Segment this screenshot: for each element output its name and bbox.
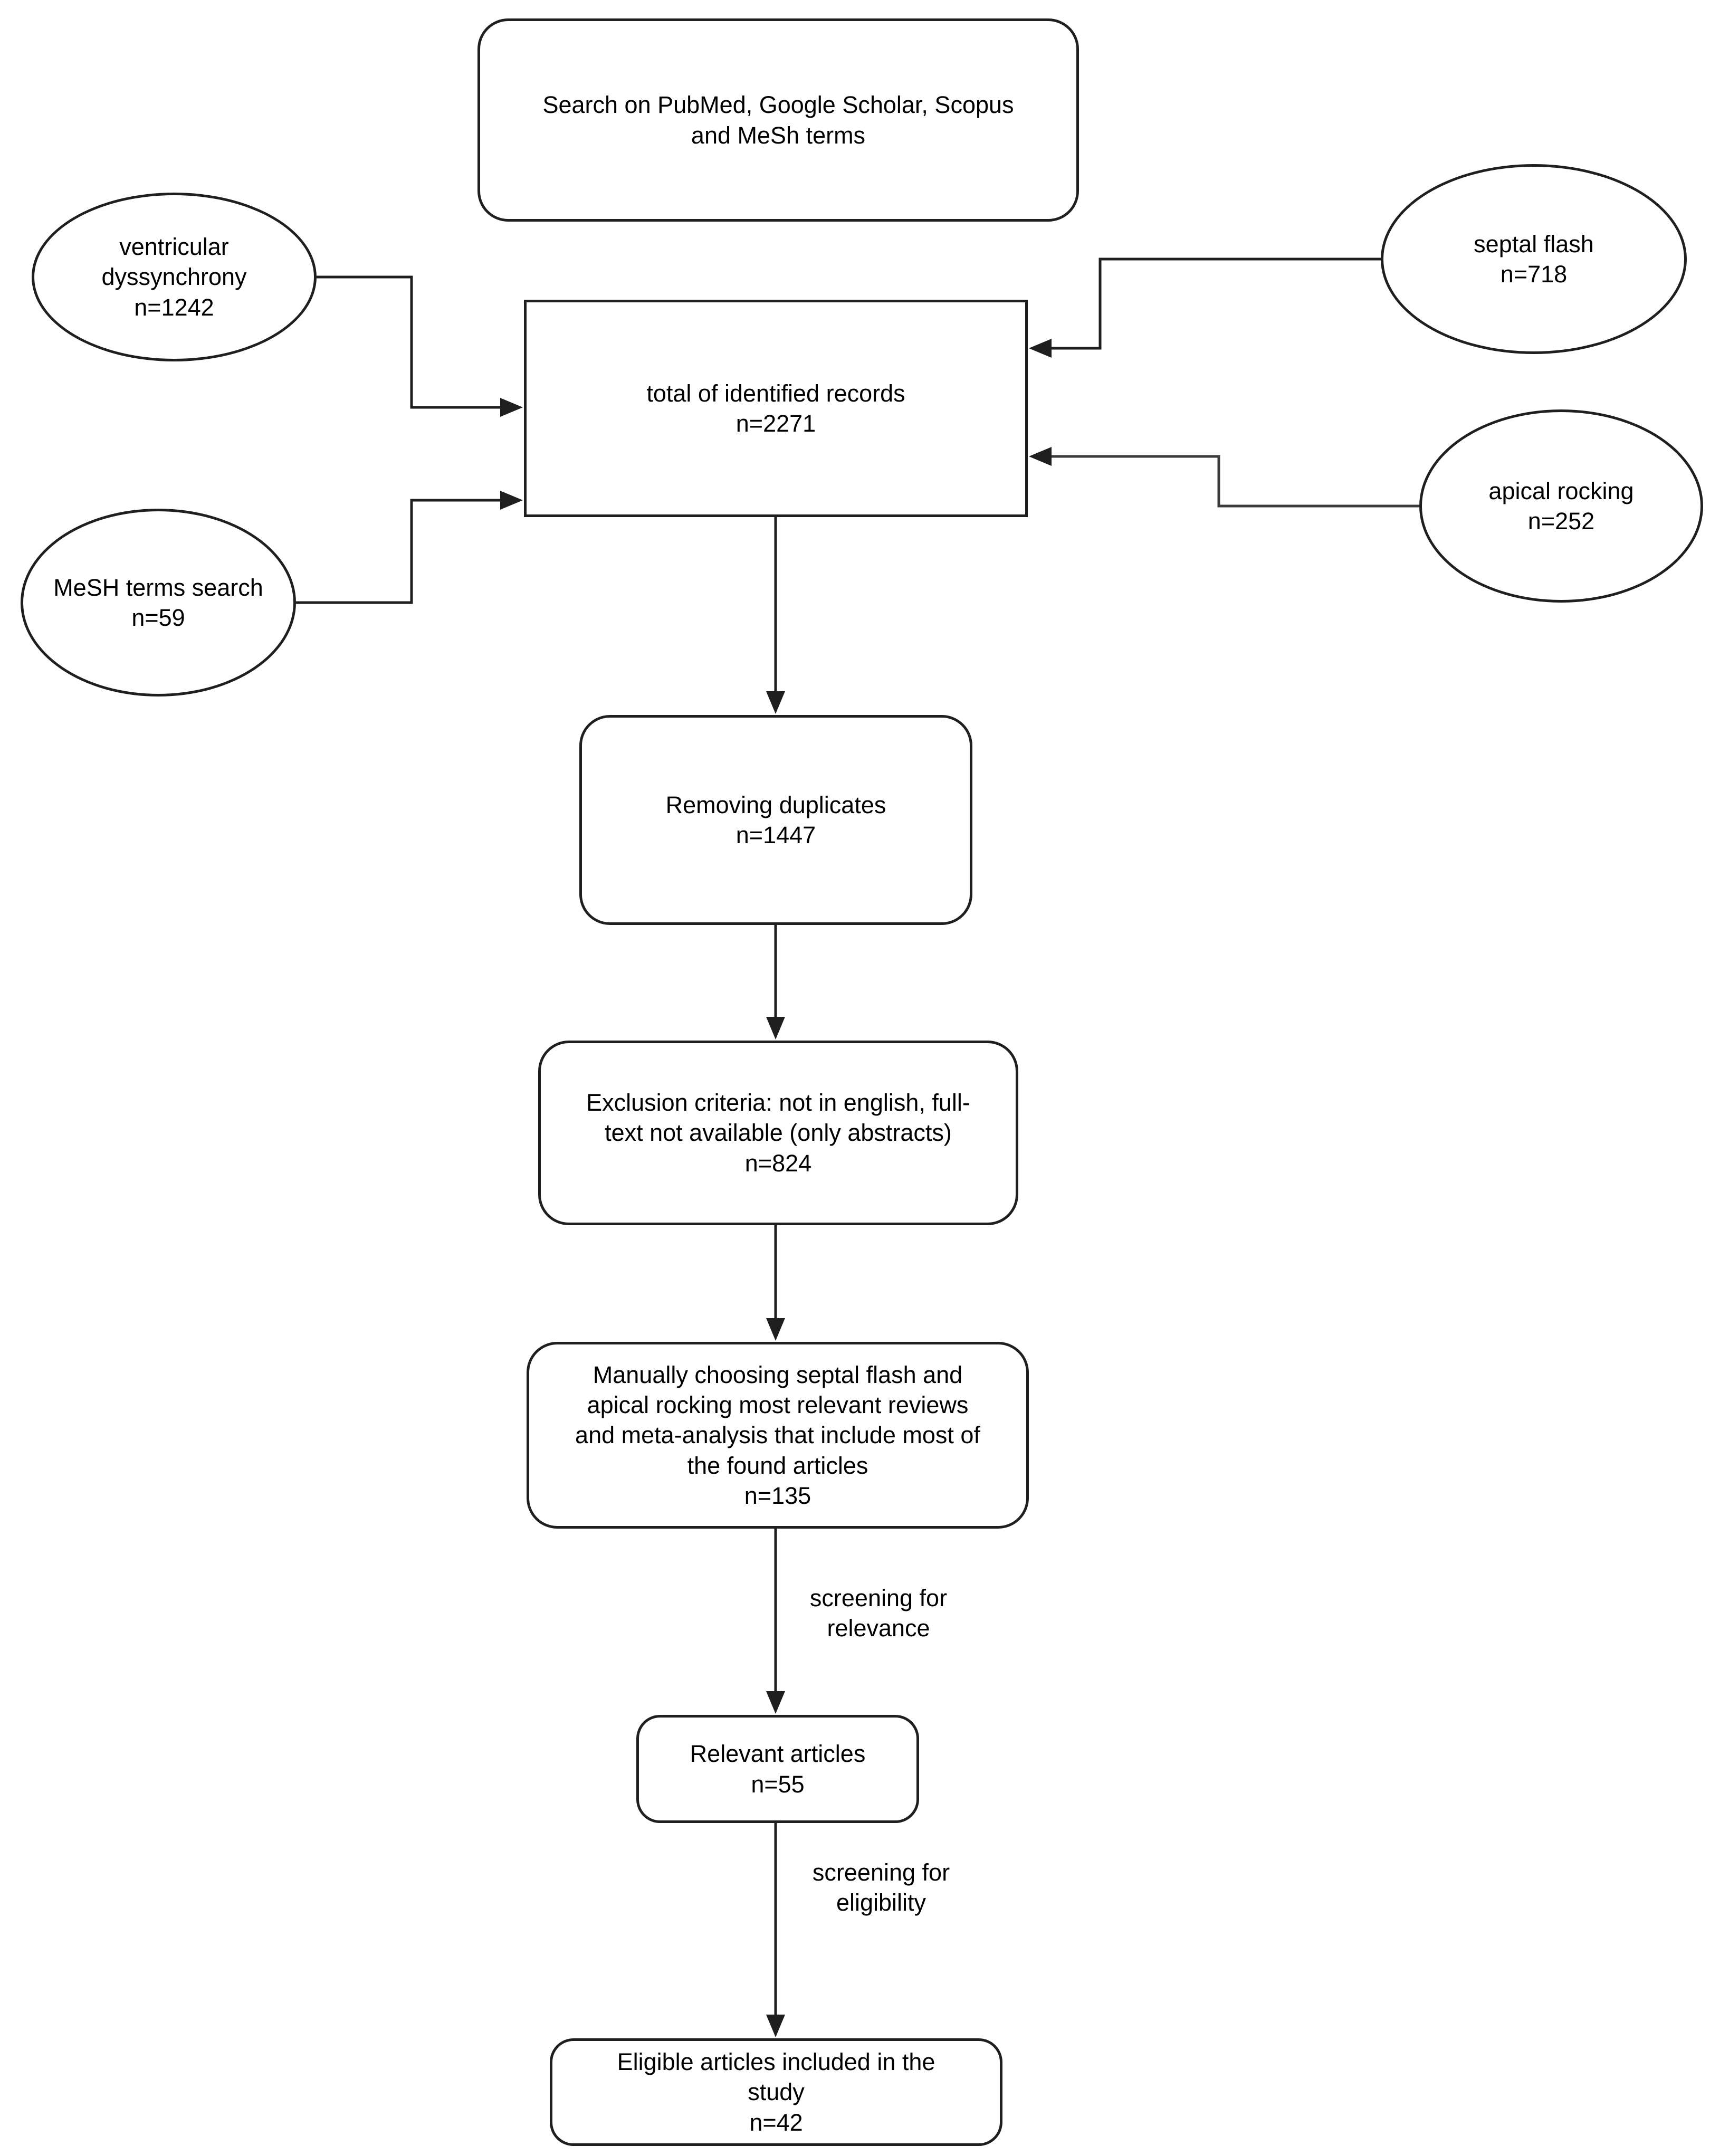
node-removing-line1: Removing duplicates <box>665 791 886 818</box>
node-exclusion-line1: Exclusion criteria: not in english, full… <box>586 1089 970 1117</box>
node-total-identified-records: total of identified records n=2271 <box>524 300 1028 517</box>
node-search-sources-line2: and MeSh terms <box>691 121 866 149</box>
edge-septal-to-total <box>1050 257 1381 350</box>
node-removing-count: n=1447 <box>735 822 816 848</box>
node-total-line1: total of identified records <box>646 379 905 407</box>
node-manual-selection: Manually choosing septal flash and apica… <box>527 1342 1029 1529</box>
node-manual-line2: apical rocking most relevant reviews <box>587 1391 969 1419</box>
node-mesh-count: n=59 <box>131 604 185 631</box>
node-apical-line1: apical rocking <box>1488 477 1634 504</box>
edge-label-screening-eligibility: screening for eligibility <box>794 1857 968 1917</box>
node-eligible-line1: Eligible articles included in the <box>617 2048 935 2076</box>
node-eligible-count: n=42 <box>749 2109 803 2136</box>
edge-label-eligibility-line2: eligibility <box>836 1889 926 1916</box>
node-removing-duplicates: Removing duplicates n=1447 <box>579 715 972 925</box>
node-relevant-articles: Relevant articles n=55 <box>636 1715 919 1823</box>
node-eligible-articles: Eligible articles included in the study … <box>550 2038 1002 2146</box>
arrowhead-into-total-left-upper <box>500 398 523 417</box>
node-apical-count: n=252 <box>1527 508 1595 535</box>
node-relevant-line1: Relevant articles <box>690 1740 866 1768</box>
node-ventricular-dyssynchrony: ventricular dyssynchrony n=1242 <box>32 193 317 361</box>
node-relevant-count: n=55 <box>751 1770 805 1798</box>
node-total-count: n=2271 <box>735 410 816 437</box>
node-manual-line3: and meta-analysis that include most of <box>575 1422 980 1449</box>
edge-ventricular-to-total <box>317 275 501 409</box>
node-exclusion-line2: text not available (only abstracts) <box>605 1119 952 1147</box>
node-mesh-line1: MeSH terms search <box>53 574 263 601</box>
arrowhead-into-manual <box>766 1318 785 1341</box>
node-septal-flash-line1: septal flash <box>1474 230 1594 257</box>
node-septal-flash-count: n=718 <box>1500 261 1568 288</box>
edge-label-relevance-line1: screening for <box>809 1585 948 1611</box>
edge-apical-to-total <box>1050 455 1419 508</box>
arrowhead-into-total-right-lower <box>1029 447 1052 466</box>
node-eligible-line2: study <box>748 2078 805 2106</box>
edge-label-eligibility-line1: screening for <box>812 1859 950 1886</box>
node-manual-count: n=135 <box>744 1482 811 1509</box>
arrowhead-into-eligible <box>766 2015 785 2037</box>
node-mesh-terms-search: MeSH terms search n=59 <box>21 509 296 697</box>
node-ventricular-line1: ventricular <box>119 233 229 261</box>
node-ventricular-count: n=1242 <box>134 293 214 321</box>
node-search-sources-line1: Search on PubMed, Google Scholar, Scopus <box>542 91 1014 119</box>
edge-mesh-to-total <box>296 499 501 604</box>
node-manual-line4: the found articles <box>687 1452 868 1479</box>
edge-label-relevance-line2: relevance <box>827 1615 930 1642</box>
node-septal-flash: septal flash n=718 <box>1381 164 1687 354</box>
arrowhead-into-removing <box>766 691 785 714</box>
arrowhead-into-total-left-lower <box>500 491 523 510</box>
edge-label-screening-relevance: screening for relevance <box>791 1583 966 1643</box>
arrowhead-into-exclusion <box>766 1017 785 1039</box>
node-exclusion-count: n=824 <box>744 1149 812 1177</box>
node-ventricular-line2: dyssynchrony <box>101 263 247 291</box>
node-exclusion-criteria: Exclusion criteria: not in english, full… <box>538 1041 1018 1225</box>
node-search-sources: Search on PubMed, Google Scholar, Scopus… <box>477 18 1079 222</box>
node-apical-rocking: apical rocking n=252 <box>1419 409 1703 603</box>
arrowhead-into-total-right-upper <box>1029 339 1052 358</box>
node-manual-line1: Manually choosing septal flash and <box>593 1361 963 1389</box>
arrowhead-into-relevant <box>766 1691 785 1714</box>
